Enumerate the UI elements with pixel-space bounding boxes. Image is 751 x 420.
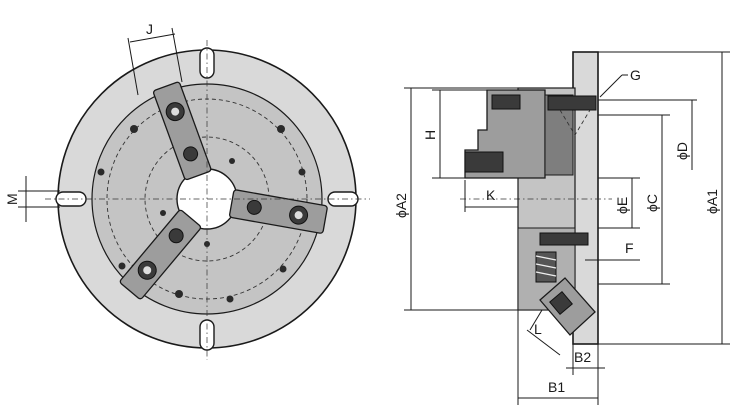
label-a1: ϕA1 [704, 189, 720, 214]
label-k: K [486, 187, 496, 203]
label-f: F [625, 240, 634, 256]
mounting-holes [97, 125, 306, 303]
label-a2: ϕA2 [393, 193, 409, 218]
dim-e: ϕE [598, 177, 640, 229]
label-b1: B1 [548, 379, 565, 395]
label-j: J [146, 21, 153, 37]
label-m: M [4, 193, 20, 205]
dim-h: H [422, 89, 487, 179]
label-b2: B2 [574, 349, 591, 365]
dim-c: ϕC [598, 114, 670, 285]
dim-a2: ϕA2 [393, 87, 518, 311]
front-view: J M [4, 21, 370, 360]
label-h: H [422, 130, 438, 140]
label-l: L [534, 321, 542, 337]
side-view: G H ϕA2 K ϕE [393, 51, 730, 405]
dim-l: L [526, 309, 561, 356]
dim-k: K [464, 180, 519, 212]
label-e: ϕE [614, 197, 630, 214]
dim-d: ϕD [598, 99, 697, 170]
label-d: ϕD [674, 142, 690, 160]
dim-f: F [574, 240, 640, 268]
label-g: G [630, 67, 641, 83]
jaw-top [152, 81, 212, 181]
dim-m: M [4, 176, 60, 222]
jaw-right [229, 189, 328, 234]
jaw-left [119, 209, 202, 300]
spring [535, 251, 557, 283]
dim-a1: ϕA1 [598, 51, 730, 345]
dim-b2: B2 [566, 344, 605, 375]
dim-b1: B1 [517, 310, 599, 405]
label-c: ϕC [644, 194, 660, 212]
dim-j: J [127, 21, 183, 96]
dim-g: G [599, 67, 641, 98]
